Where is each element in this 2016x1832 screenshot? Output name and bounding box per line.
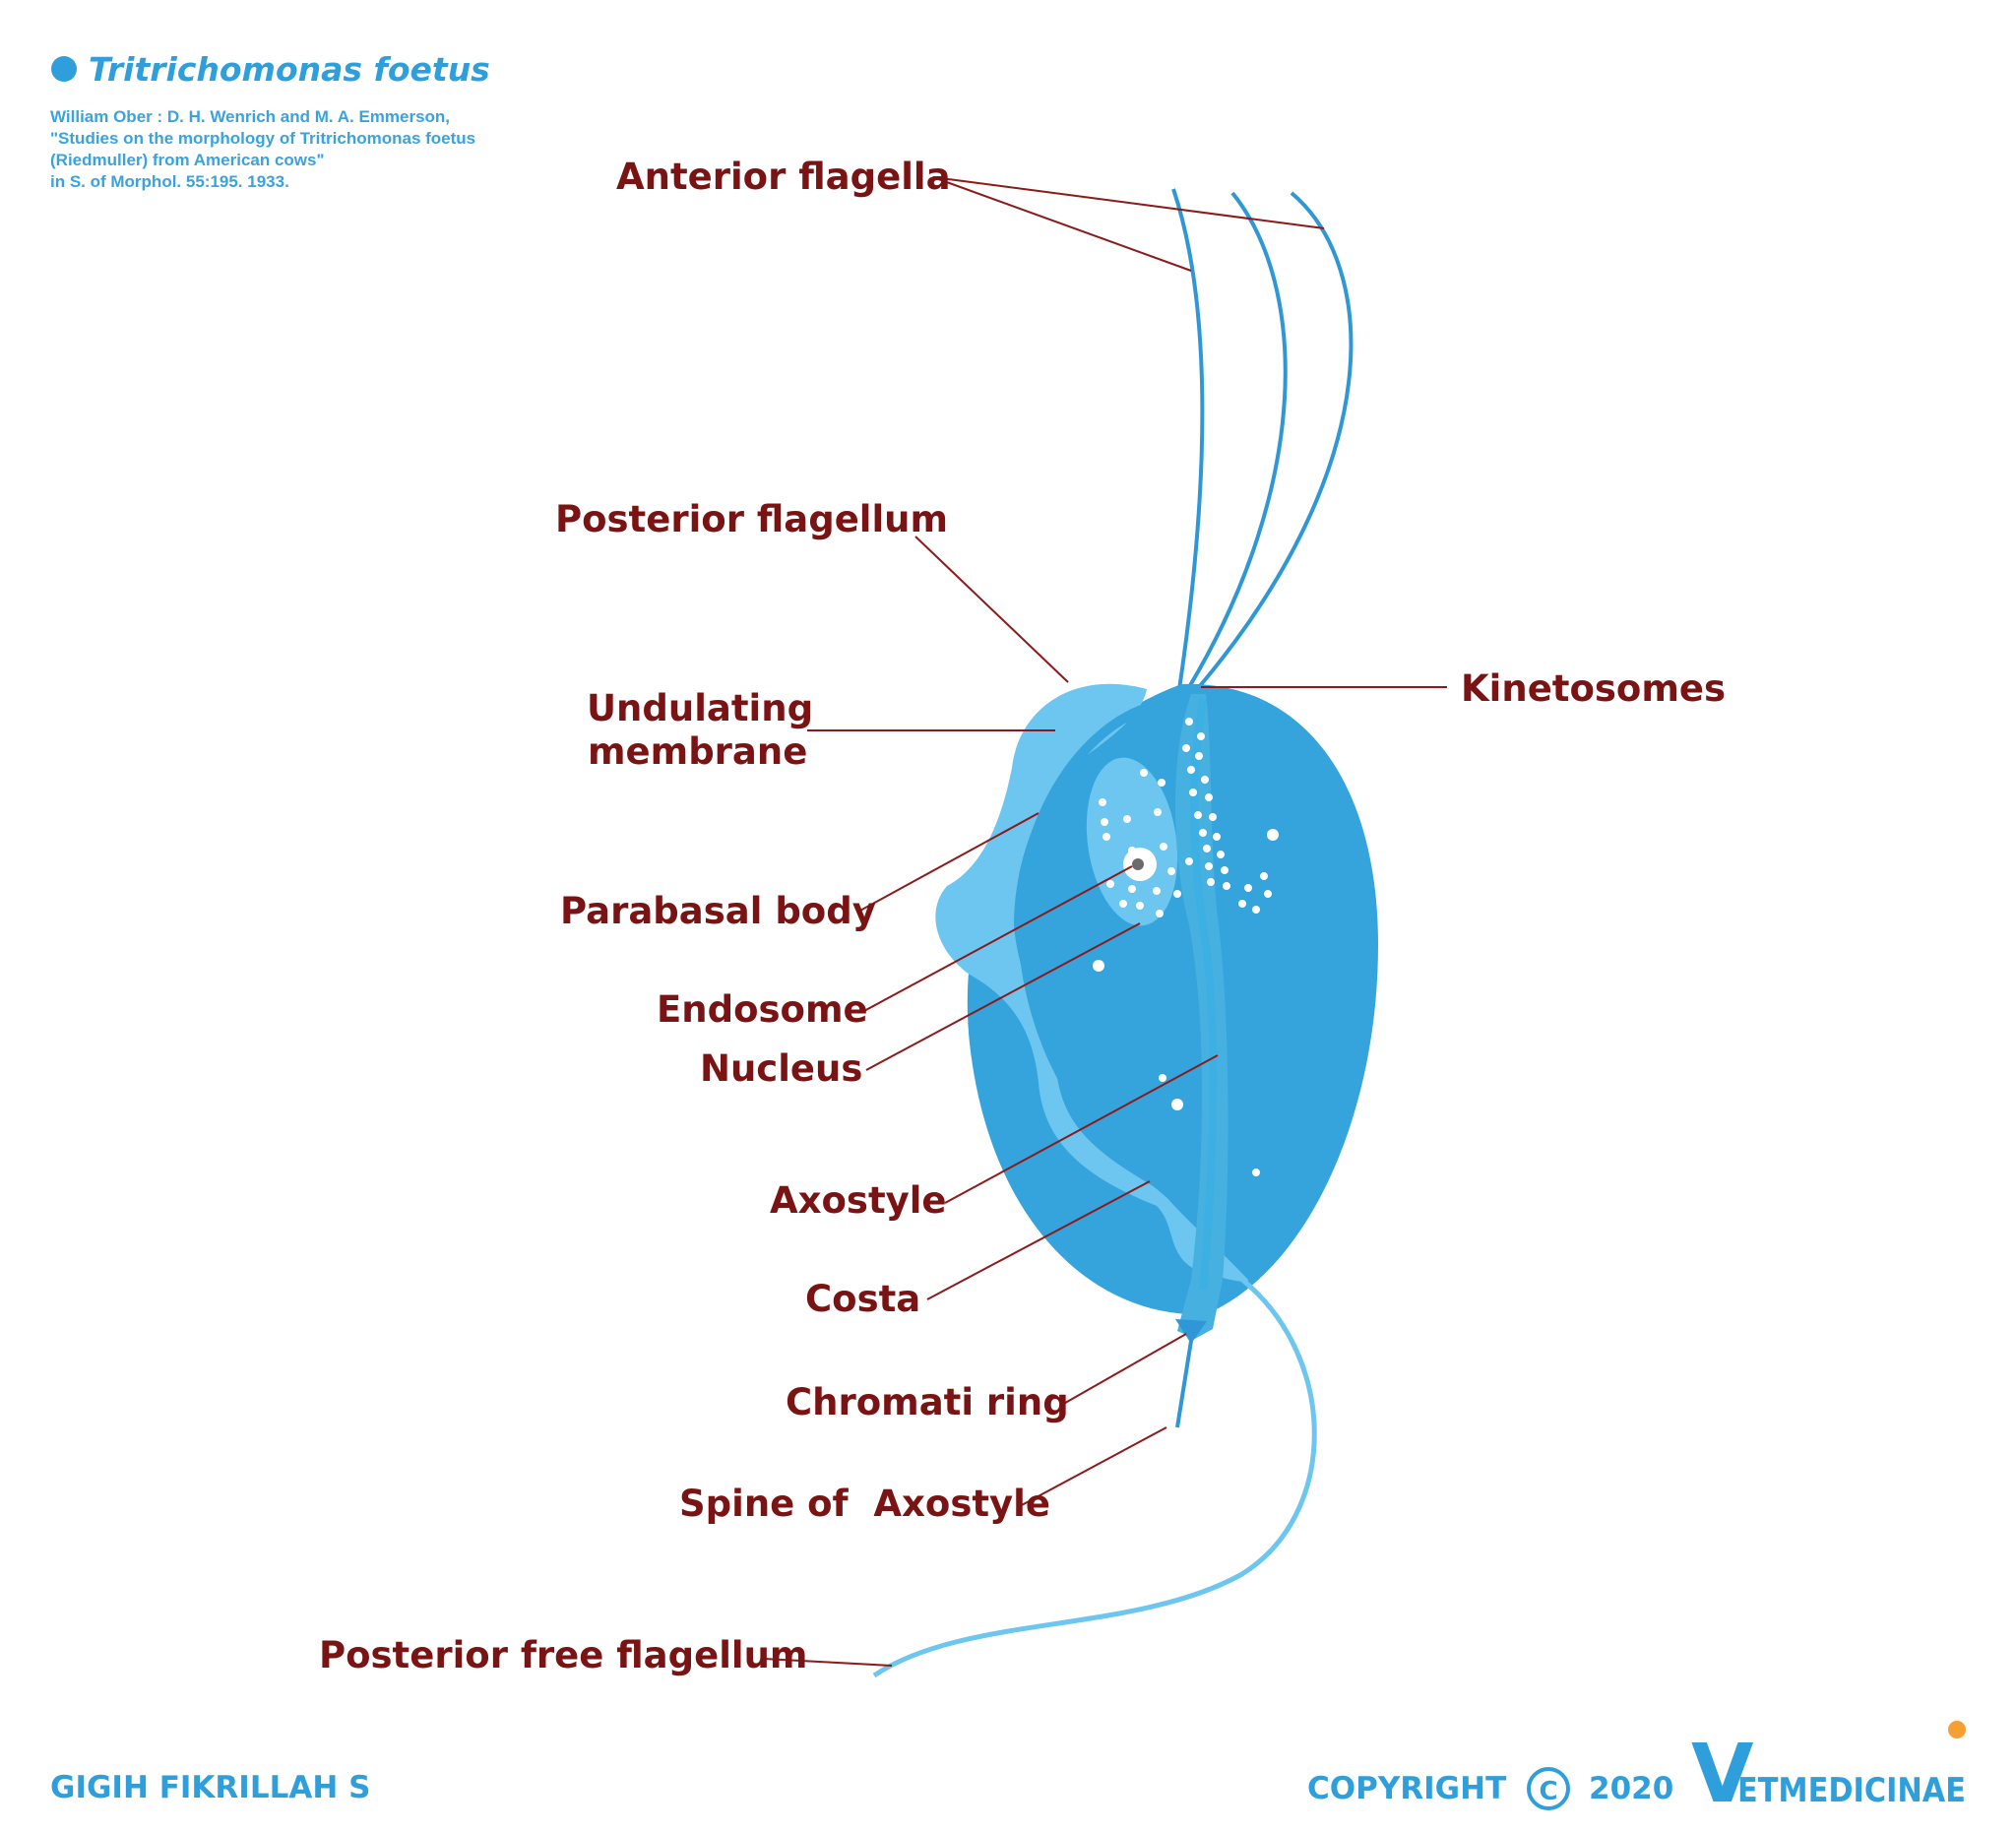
label-endosome: Endosome — [657, 988, 868, 1031]
leader-nucleus — [865, 922, 1141, 1071]
posterior-free-flagellum — [872, 1278, 1317, 1678]
leader-anterior-flagella-b — [932, 176, 1325, 229]
axostyle — [1174, 694, 1228, 1339]
citation-line-4: in S. of Morphol. 55:195. 1933. — [50, 172, 289, 191]
footer: GIGIH FIKRILLAH S COPYRIGHT C 2020 V ETM… — [50, 1721, 1966, 1821]
label-undulating-membrane-line1: Undulating — [587, 687, 813, 729]
author-credit: GIGIH FIKRILLAH S — [50, 1770, 370, 1805]
endosome — [1132, 858, 1144, 870]
labels: Anterior flagella Posterior flagellum Un… — [319, 156, 1726, 1676]
label-costa: Costa — [805, 1278, 920, 1320]
axostyle-core — [1190, 698, 1218, 1291]
label-posterior-free-flagellum: Posterior free flagellum — [319, 1634, 807, 1676]
citation-line-2: "Studies on the morphology of Tritrichom… — [50, 129, 475, 148]
leader-spine-of-axostyle — [1019, 1426, 1167, 1507]
brand-accent-dot-icon — [1948, 1721, 1966, 1738]
leader-posterior-free-flagellum — [763, 1658, 893, 1667]
brand-initial: V — [1691, 1728, 1754, 1821]
label-nucleus: Nucleus — [700, 1047, 862, 1090]
label-chromati-ring: Chromati ring — [786, 1381, 1069, 1423]
leader-lines — [763, 176, 1447, 1667]
title-bullet-icon — [51, 56, 77, 82]
axostyle-spine — [1175, 1340, 1193, 1428]
label-parabasal-body: Parabasal body — [560, 890, 876, 932]
anterior-flagellum-2 — [1187, 191, 1288, 689]
label-axostyle: Axostyle — [770, 1179, 947, 1222]
undulating-membrane — [935, 683, 1249, 1282]
label-kinetosomes: Kinetosomes — [1461, 667, 1726, 710]
copyright-symbol-letter: C — [1539, 1777, 1557, 1806]
label-undulating-membrane-line2: membrane — [588, 730, 807, 773]
leader-costa — [926, 1180, 1151, 1300]
leader-axostyle — [944, 1054, 1219, 1204]
citation-line-3: (Riedmuller) from American cows" — [50, 151, 325, 169]
leader-posterior-flagellum — [914, 536, 1069, 683]
chromatic-ring — [1175, 1319, 1207, 1344]
cell-body — [967, 683, 1378, 1315]
costa — [1017, 702, 1225, 1244]
label-posterior-flagellum: Posterior flagellum — [555, 498, 948, 540]
label-anterior-flagella: Anterior flagella — [616, 156, 951, 198]
leader-endosome — [861, 865, 1133, 1013]
leader-chromati-ring — [1059, 1333, 1187, 1407]
brand-name: ETMEDICINAE — [1737, 1771, 1966, 1810]
citation-line-1: William Ober : D. H. Wenrich and M. A. E… — [50, 107, 450, 126]
anterior-flagellum-3 — [1197, 191, 1354, 689]
granules — [1093, 718, 1279, 1176]
anterior-flagellum-1 — [1171, 188, 1205, 690]
leader-anterior-flagella-a — [932, 176, 1192, 272]
copyright-word: COPYRIGHT — [1307, 1771, 1506, 1806]
diagram-title: Tritrichomonas foetus — [89, 50, 490, 89]
copyright-year: 2020 — [1589, 1771, 1673, 1806]
label-spine-of-axostyle: Spine of Axostyle — [679, 1483, 1050, 1525]
vetmedicinae-logo: V ETMEDICINAE — [1691, 1721, 1966, 1821]
organism-illustration — [872, 188, 1378, 1678]
header: Tritrichomonas foetus William Ober : D. … — [50, 50, 490, 191]
copyright-symbol-icon — [1527, 1767, 1570, 1810]
leader-parabasal-body — [857, 812, 1040, 913]
